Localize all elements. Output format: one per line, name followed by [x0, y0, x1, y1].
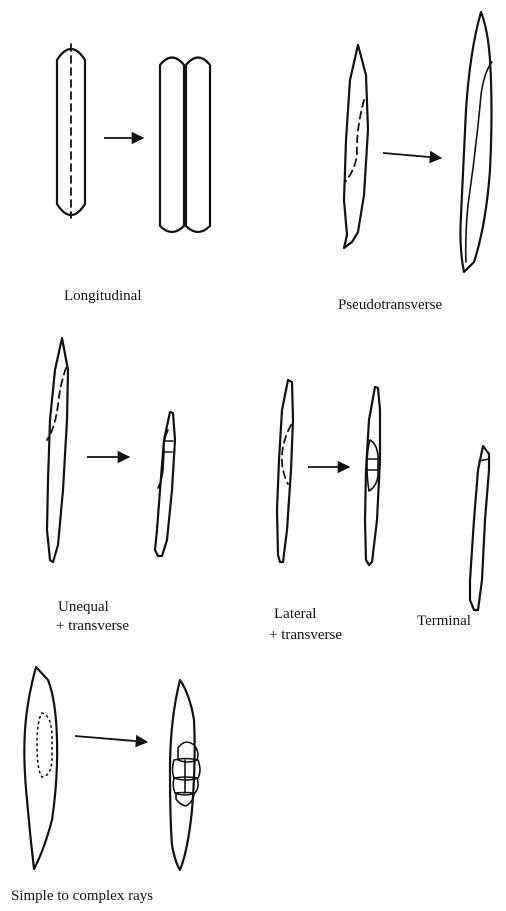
lateral-initial-cell [277, 380, 293, 562]
terminal-cell [470, 446, 489, 610]
rays-panel: Simple to complex rays [11, 667, 200, 904]
pseudotransverse-arrow [383, 153, 441, 158]
unequal-panel: Unequal + transverse [47, 338, 175, 634]
pseudotransverse-daughter-cell-inner [466, 62, 492, 262]
rays-initial-cell [24, 667, 57, 869]
pseudotransverse-label: Pseudotransverse [338, 297, 442, 313]
rays-label: Simple to complex rays [11, 888, 153, 904]
lateral-panel: Lateral + transverse [269, 380, 380, 643]
unequal-label-line1: Unequal [58, 599, 109, 615]
longitudinal-panel: Longitudinal [57, 44, 210, 304]
lateral-label-line1: Lateral [274, 606, 316, 622]
rays-arrow [75, 736, 147, 742]
rays-simple-ray [37, 713, 52, 777]
unequal-new-segment [158, 430, 168, 488]
lateral-ray-initial [367, 440, 378, 491]
longitudinal-daughter-cell-left [160, 58, 184, 233]
rays-complex-ray [173, 742, 201, 806]
terminal-label: Terminal [417, 613, 471, 629]
terminal-panel: Terminal [417, 446, 489, 629]
lateral-label-line2: + transverse [269, 627, 342, 643]
longitudinal-label: Longitudinal [64, 288, 142, 304]
unequal-label-line2: + transverse [56, 618, 129, 634]
longitudinal-daughter-cell-right [186, 58, 210, 233]
pseudotransverse-initial-cell [344, 45, 368, 248]
pseudotransverse-panel: Pseudotransverse [338, 12, 492, 313]
unequal-daughter-cell [155, 412, 175, 556]
